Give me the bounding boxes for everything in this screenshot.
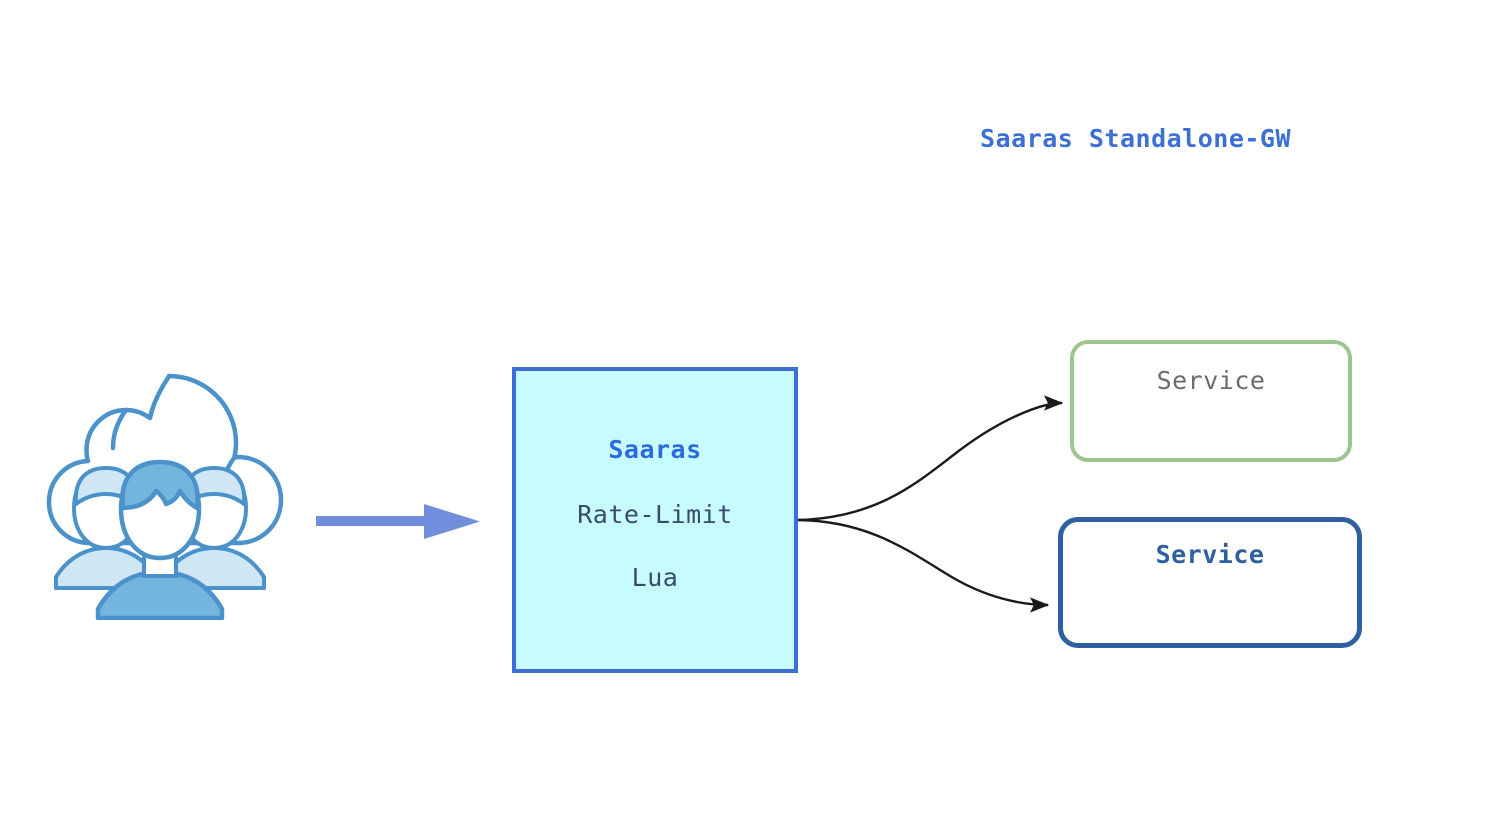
gateway-feature-lua: Lua xyxy=(631,563,679,592)
service-label-bottom: Service xyxy=(1155,540,1265,569)
ingress-arrow-icon xyxy=(310,498,490,548)
service-box-bottom[interactable]: Service xyxy=(1058,517,1362,648)
diagram-title: Saaras Standalone-GW xyxy=(980,124,1292,153)
connector-group xyxy=(790,360,1080,630)
connector-to-service-bottom xyxy=(797,518,1050,613)
gateway-feature-rate-limit: Rate-Limit xyxy=(577,500,733,529)
cloud-users-icon xyxy=(38,362,288,621)
service-label-top: Service xyxy=(1156,366,1266,395)
gateway-title: Saaras xyxy=(608,435,702,464)
service-box-top[interactable]: Service xyxy=(1070,340,1352,462)
connector-to-service-top xyxy=(797,395,1064,522)
gateway-box[interactable]: Saaras Rate-Limit Lua xyxy=(512,367,798,673)
